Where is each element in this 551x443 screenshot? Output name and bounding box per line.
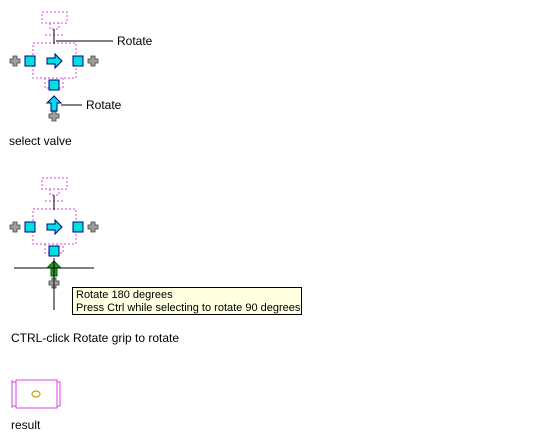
rotate-arrow-icon[interactable] xyxy=(45,95,63,112)
rotate-arrow-icon[interactable] xyxy=(46,52,63,70)
square-grip-icon[interactable] xyxy=(24,221,36,233)
square-grip-icon[interactable] xyxy=(72,55,84,67)
plus-grip-icon[interactable] xyxy=(9,55,21,67)
tooltip-line-1: Rotate 180 degrees xyxy=(76,289,173,301)
valve-symbol-icon xyxy=(11,379,61,409)
plus-grip-icon[interactable] xyxy=(48,110,60,122)
plus-grip-icon[interactable] xyxy=(9,221,21,233)
square-grip-icon[interactable] xyxy=(24,55,36,67)
callout-rotate-lower: Rotate xyxy=(86,98,122,112)
square-grip-icon[interactable] xyxy=(72,221,84,233)
plus-grip-icon[interactable] xyxy=(87,55,99,67)
rotate-tooltip: Rotate 180 degrees Press Ctrl while sele… xyxy=(72,287,302,315)
crosshair-cursor-icon xyxy=(14,258,94,310)
plus-grip-icon[interactable] xyxy=(87,221,99,233)
rotate-arrow-icon[interactable] xyxy=(46,218,63,236)
caption-select-valve: select valve xyxy=(9,134,72,148)
caption-result: result xyxy=(11,418,41,432)
tooltip-line-2: Press Ctrl while selecting to rotate 90 … xyxy=(76,302,301,314)
square-grip-icon[interactable] xyxy=(48,79,60,91)
square-grip-icon[interactable] xyxy=(48,245,60,257)
grips-step1[interactable] xyxy=(9,52,99,122)
valve-step1 xyxy=(32,11,113,89)
callout-rotate-upper: Rotate xyxy=(117,34,153,48)
caption-ctrl-click: CTRL-click Rotate grip to rotate xyxy=(11,331,180,345)
valve-step2 xyxy=(32,177,77,254)
